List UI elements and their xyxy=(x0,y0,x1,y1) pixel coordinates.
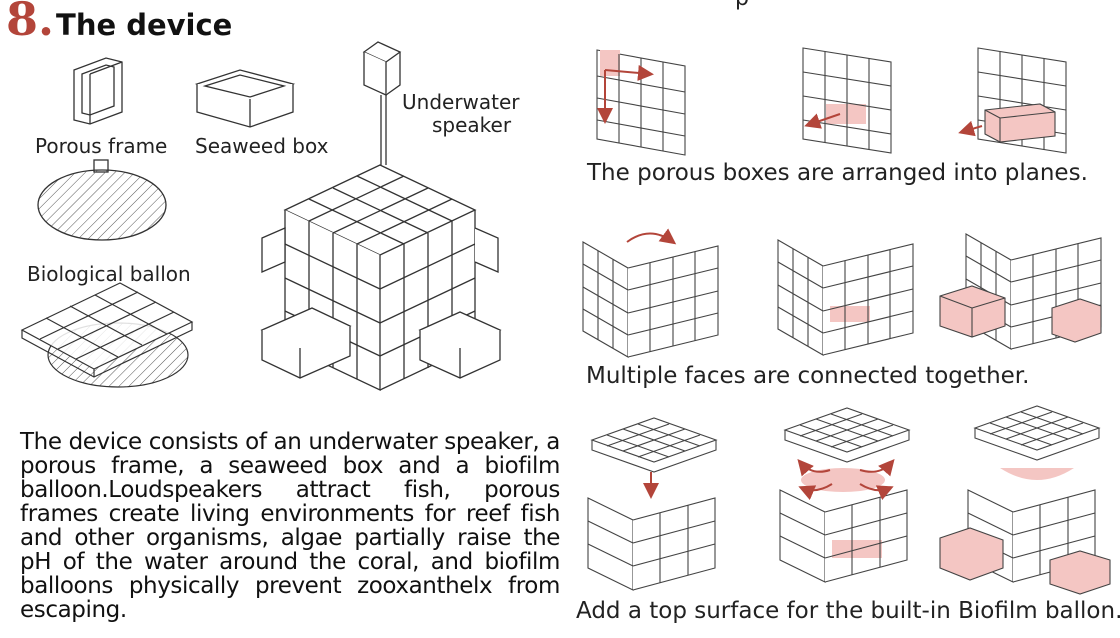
step-2-panel-b xyxy=(777,239,914,356)
step-1-caption: The porous boxes are arranged into plane… xyxy=(587,160,1088,186)
step-3-panel-b xyxy=(779,407,911,583)
biological-ballon-label: Biological ballon xyxy=(27,262,191,286)
porous-frame-illustration xyxy=(73,57,123,125)
step-1-panel-a xyxy=(596,49,686,156)
porous-frame-label: Porous frame xyxy=(35,134,168,158)
step-1-panel-c xyxy=(958,47,1067,154)
section-number: 8. xyxy=(6,0,55,46)
step-3-panel-a xyxy=(587,417,718,591)
speaker-label-line2: speaker xyxy=(432,113,512,137)
main-device-illustration xyxy=(260,41,502,392)
seaweed-box-illustration xyxy=(194,69,296,128)
step-1-panel-b xyxy=(802,47,892,154)
step-2-panel-c xyxy=(939,233,1102,350)
grid-on-ballon-illustration xyxy=(20,282,194,388)
step-2-panel-a xyxy=(582,228,719,358)
biological-ballon-illustration xyxy=(37,159,167,241)
section-title-text: The device xyxy=(56,8,233,42)
section-title: 8. The device xyxy=(6,0,232,50)
step-3-caption: Add a top surface for the built-in Biofi… xyxy=(576,598,1120,624)
device-description: The device consists of an underwater spe… xyxy=(20,429,560,623)
clipped-heading-fragment: p xyxy=(735,0,749,11)
step-2-caption: Multiple faces are connected together. xyxy=(586,363,1030,389)
step-3-panel-c xyxy=(939,405,1111,595)
seaweed-box-label: Seaweed box xyxy=(195,134,329,158)
speaker-label-line1: Underwater xyxy=(402,90,520,114)
